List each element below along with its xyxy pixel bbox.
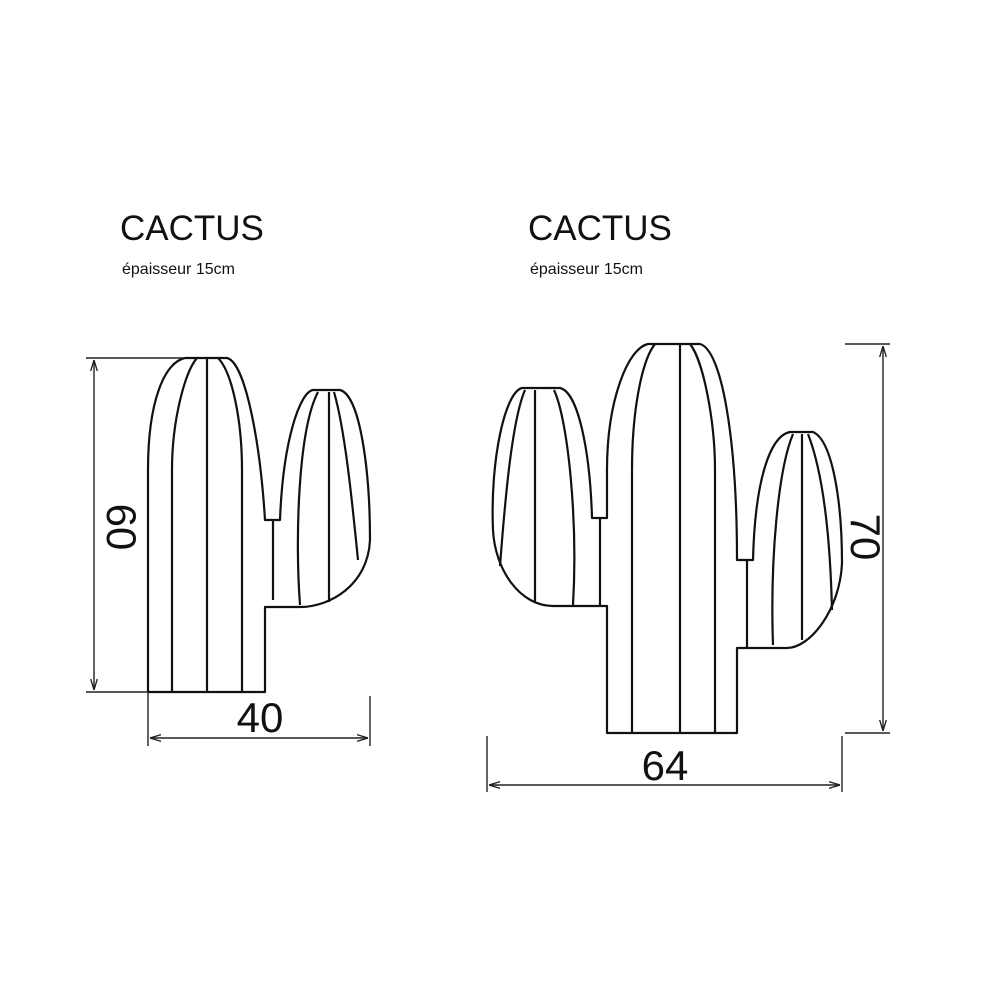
large-cactus-drawing — [491, 342, 844, 735]
product-title: CACTUS — [120, 209, 264, 248]
product-thickness: épaisseur 15cm — [530, 261, 643, 278]
width-label: 64 — [642, 742, 689, 789]
height-label: 60 — [98, 504, 145, 551]
product-title: CACTUS — [528, 209, 672, 248]
width-label: 40 — [237, 694, 284, 741]
small-cactus-drawing — [146, 356, 372, 694]
width-dimension: 64 — [486, 736, 843, 792]
large-cactus-spec: CACTUS épaisseur 15cm 70 64 — [486, 209, 890, 792]
product-thickness: épaisseur 15cm — [122, 261, 235, 278]
width-dimension: 40 — [147, 692, 371, 746]
height-dimension: 70 — [842, 343, 890, 734]
small-cactus-spec: CACTUS épaisseur 15cm 60 40 — [86, 209, 372, 746]
height-label: 70 — [842, 514, 889, 561]
height-dimension: 60 — [86, 357, 185, 693]
